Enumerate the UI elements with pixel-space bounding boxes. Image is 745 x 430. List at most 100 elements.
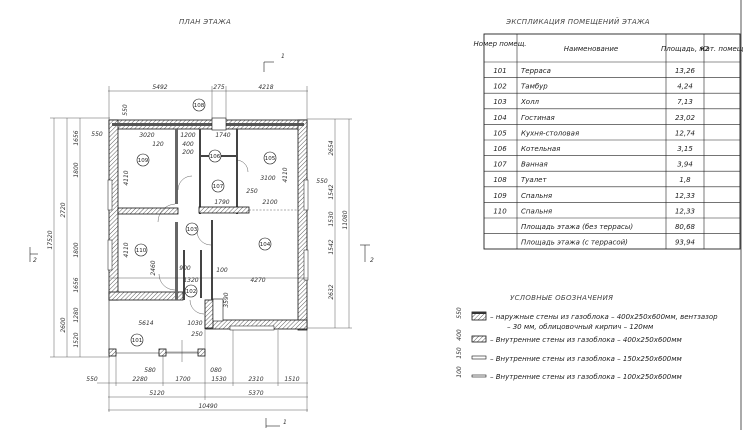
svg-text:4110: 4110	[123, 170, 130, 185]
room-marker-101: 101	[130, 333, 144, 347]
interior-walls	[117, 129, 298, 322]
svg-text:103: 103	[187, 227, 198, 233]
room-marker-107: 107	[211, 179, 225, 193]
plan-title: ПЛАН ЭТАЖА	[179, 18, 231, 26]
room-number: 103	[493, 98, 506, 106]
svg-text:– 30 мм, облицовочный кирпич –: – 30 мм, облицовочный кирпич – 120мм	[507, 323, 654, 331]
dim-bottom: 080	[210, 367, 222, 374]
dim-left: 1280	[73, 307, 80, 322]
svg-text:3100: 3100	[260, 175, 275, 182]
dim-top: 5492	[152, 84, 167, 91]
window	[303, 249, 309, 281]
svg-text:106: 106	[210, 154, 221, 160]
room-number: 102	[493, 83, 507, 91]
exterior-walls	[107, 117, 309, 331]
room-marker-104: 104	[258, 237, 272, 251]
room-name: Ванная	[521, 161, 548, 169]
svg-text:2: 2	[370, 257, 374, 264]
svg-text:400: 400	[456, 329, 463, 341]
room-area: 12,33	[675, 192, 695, 200]
svg-text:1320: 1320	[183, 277, 198, 284]
table-title: ЭКСПЛИКАЦИЯ ПОМЕЩЕНИЙ ЭТАЖА	[505, 17, 650, 26]
dimension-lines	[50, 86, 352, 412]
dim-right: 2632	[328, 284, 335, 299]
section-mark-bottom: 1	[265, 418, 287, 428]
room-area: 23,02	[675, 114, 696, 122]
room-marker-110: 110	[134, 243, 148, 257]
legend-item-interior-150: 150 – Внутренние стены из газоблока – 15…	[456, 347, 683, 363]
dim-left: 1656	[73, 277, 80, 292]
svg-text:400: 400	[182, 141, 194, 148]
room-number: 105	[493, 129, 507, 137]
dim-top: 4218	[258, 84, 273, 91]
room-marker-109: 109	[136, 153, 150, 167]
svg-text:104: 104	[260, 242, 271, 248]
dim-left: 1800	[73, 242, 80, 257]
svg-text:2460: 2460	[150, 260, 157, 275]
svg-text:250: 250	[246, 188, 258, 195]
dim-bottom: 1530	[211, 376, 226, 383]
total-row: Площадь этажа (без террасы)80,68	[521, 223, 696, 231]
room-name: Туалет	[521, 176, 547, 184]
header-name: Наименование	[564, 45, 618, 53]
svg-text:1: 1	[283, 419, 287, 426]
section-mark-right: 2	[360, 244, 374, 264]
legend-item-exterior-walls: 550 – наружные стены из газоблока – 400х…	[456, 307, 718, 331]
svg-text:101: 101	[132, 338, 143, 344]
room-name: Спальня	[521, 207, 552, 215]
room-marker-103: 103	[185, 222, 199, 236]
dim-left: 17520	[47, 230, 54, 249]
room-number: 104	[493, 114, 506, 122]
svg-text:250: 250	[191, 331, 203, 338]
table-row: 110 Спальня 12,33	[493, 207, 695, 215]
svg-text:102: 102	[186, 289, 197, 295]
svg-text:110: 110	[136, 248, 147, 254]
svg-text:105: 105	[265, 156, 276, 162]
dim-left: 2720	[60, 202, 67, 217]
room-area: 4,24	[677, 83, 693, 91]
svg-text:4110: 4110	[282, 167, 289, 182]
room-markers: 109 106 105 107 103 110 104 102 101 108	[130, 98, 277, 347]
room-name: Площадь этажа (без террасы)	[521, 223, 633, 231]
svg-text:2100: 2100	[262, 199, 277, 206]
svg-text:109: 109	[138, 158, 149, 164]
svg-text:– Внутренние стены из газоблок: – Внутренние стены из газоблока – 100х25…	[490, 373, 683, 381]
total-row: Площадь этажа (с террасой) 93,94	[521, 239, 695, 247]
dim-left: 1800	[73, 162, 80, 177]
svg-text:100: 100	[216, 267, 228, 274]
entrance-opening	[211, 117, 227, 131]
section-mark-top: 1	[263, 53, 285, 72]
room-number: 101	[493, 67, 506, 75]
room-name: Кухня-столовая	[521, 129, 579, 137]
room-area: 12,33	[675, 207, 695, 215]
room-number: 106	[493, 145, 507, 153]
header-area: Площадь, м2	[661, 45, 710, 53]
dim-bottom: 1700	[175, 376, 190, 383]
room-name: Площадь этажа (с террасой)	[521, 239, 628, 247]
svg-text:– Внутренние стены из газоблок: – Внутренние стены из газоблока – 150х25…	[490, 355, 683, 363]
svg-text:120: 120	[152, 141, 164, 148]
window	[107, 179, 113, 211]
room-marker-108: 108	[192, 98, 206, 112]
window	[107, 239, 113, 271]
dim-bottom: 2280	[132, 376, 147, 383]
room-name: Холл	[520, 98, 540, 106]
room-name: Гостиная	[521, 114, 555, 122]
room-area: 1,8	[679, 176, 691, 184]
room-name: Спальня	[521, 192, 552, 200]
dim-left: 2600	[60, 317, 67, 332]
legend-item-interior-100: 100 – Внутренние стены из газоблока – 10…	[456, 366, 683, 381]
dim-bottom: 1510	[284, 376, 299, 383]
dim-top: 275	[213, 84, 225, 91]
svg-text:2: 2	[33, 257, 37, 264]
dim-left: 1520	[73, 332, 80, 347]
header-category: Кат. помещ	[701, 45, 744, 53]
room-area: 93,94	[675, 239, 695, 247]
window	[229, 325, 275, 331]
room-number: 110	[493, 207, 507, 215]
